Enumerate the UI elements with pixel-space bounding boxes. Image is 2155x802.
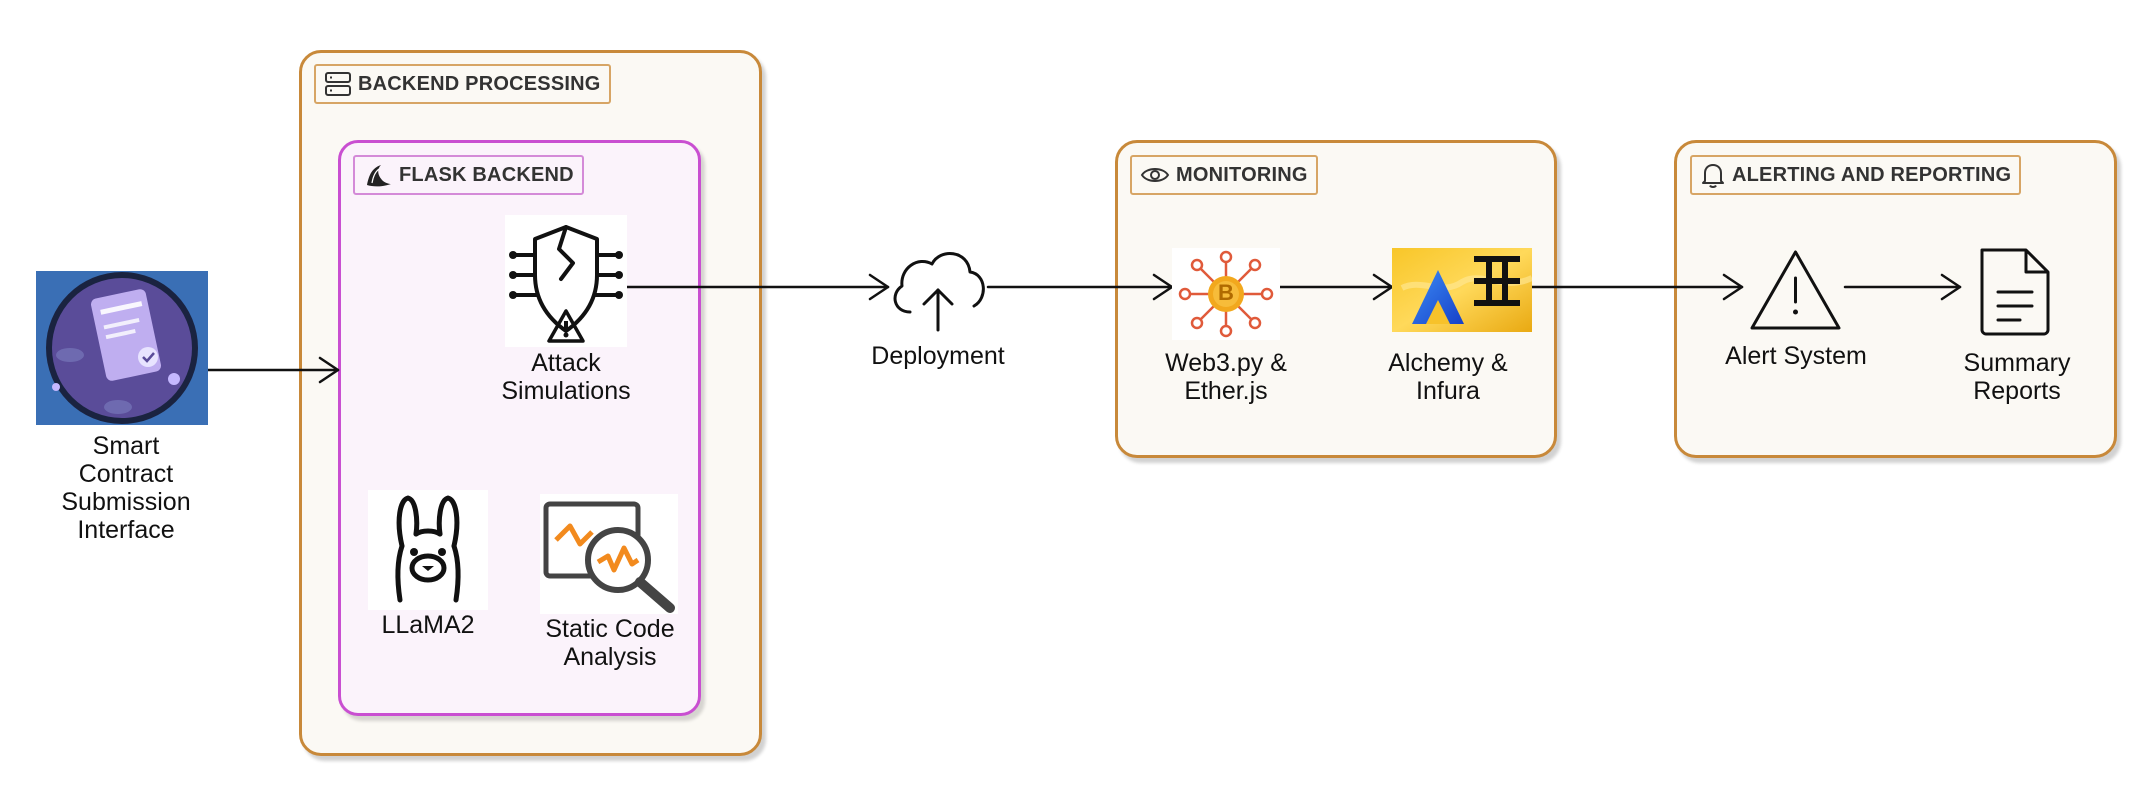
alert-system-label: Alert System xyxy=(1725,342,1867,370)
magnifier-chart-icon xyxy=(540,494,678,614)
server-icon xyxy=(325,72,351,96)
flask-horn-icon xyxy=(367,165,391,187)
cloud-upload-icon xyxy=(893,252,985,332)
static-code-analysis-label: Static Code Analysis xyxy=(545,615,675,671)
broken-shield-circuit-icon xyxy=(505,215,627,347)
smart-contract-node[interactable] xyxy=(36,271,208,425)
summary-reports-label: Summary Reports xyxy=(1963,349,2071,405)
bitcoin-symbol: B xyxy=(1218,280,1234,305)
summary-reports-node[interactable] xyxy=(1976,246,2054,336)
llama2-node[interactable] xyxy=(368,490,488,610)
eye-icon xyxy=(1140,168,1170,182)
deployment-node[interactable] xyxy=(888,246,988,332)
bitcoin-network-icon xyxy=(1172,248,1280,340)
arrowhead xyxy=(1722,273,1744,301)
attack-simulations-label: Attack Simulations xyxy=(501,349,631,405)
monitoring-tag: MONITORING xyxy=(1130,155,1318,195)
flask-backend-title: FLASK BACKEND xyxy=(399,163,574,186)
deployment-label: Deployment xyxy=(871,342,1005,370)
document-icon xyxy=(1980,248,2050,336)
web3-label: Web3.py & Ether.js xyxy=(1165,349,1287,405)
flask-backend-tag: FLASK BACKEND xyxy=(353,155,584,195)
backend-processing-title: BACKEND PROCESSING xyxy=(358,72,601,95)
alchemy-infura-node[interactable] xyxy=(1392,248,1534,332)
smart-contract-icon xyxy=(36,271,208,425)
warning-triangle-icon xyxy=(1750,250,1841,330)
alchemy-infura-label: Alchemy & Infura xyxy=(1388,349,1508,405)
monitoring-title: MONITORING xyxy=(1176,163,1308,186)
arrowhead xyxy=(318,356,340,384)
static-code-analysis-node[interactable] xyxy=(540,494,678,614)
llama-icon xyxy=(368,490,488,610)
alert-system-node[interactable] xyxy=(1748,248,1843,332)
attack-simulations-node[interactable] xyxy=(505,215,627,347)
backend-processing-tag: BACKEND PROCESSING xyxy=(314,64,611,104)
alerting-reporting-title: ALERTING AND REPORTING xyxy=(1732,163,2012,186)
alchemy-logo-icon xyxy=(1392,248,1534,332)
alerting-reporting-tag: ALERTING AND REPORTING xyxy=(1690,155,2022,195)
arrowhead xyxy=(868,273,890,301)
arrowhead xyxy=(1940,273,1962,301)
bell-icon xyxy=(1702,164,1724,188)
llama2-label: LLaMA2 xyxy=(381,611,475,639)
smart-contract-label: Smart Contract Submission Interface xyxy=(61,432,191,544)
web3-node[interactable]: B xyxy=(1172,248,1280,340)
